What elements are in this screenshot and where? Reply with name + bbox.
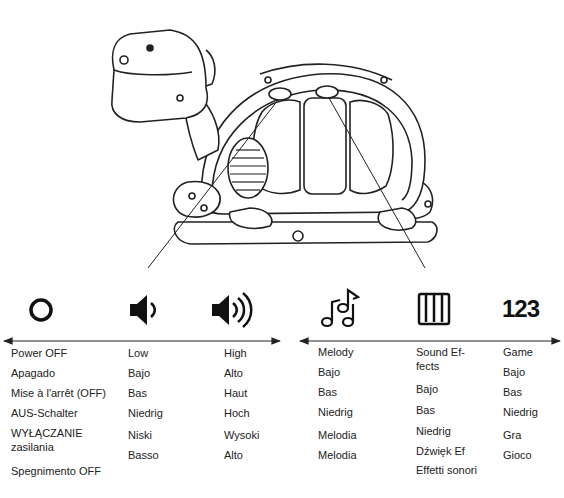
melody-icon xyxy=(322,290,358,326)
mode-label: Bajo xyxy=(503,365,525,380)
mode-label: High xyxy=(224,346,247,361)
speaker-high-icon xyxy=(212,293,251,327)
mode-label: Bas xyxy=(416,403,435,418)
mode-label: Gioco xyxy=(503,448,532,463)
mode-label: Bas xyxy=(503,385,522,400)
mode-label: Haut xyxy=(224,386,247,401)
mode-label: Niedrig xyxy=(318,405,353,420)
mode-label: Mise à l'arrêt (OFF) xyxy=(11,386,106,401)
mode-label: Game xyxy=(503,345,533,360)
mode-label: Sound Ef- fects xyxy=(416,345,474,374)
mode-label: Effetti sonori xyxy=(416,463,477,478)
game-icon-text: 123 xyxy=(502,292,539,326)
mode-label: Niski xyxy=(128,428,152,443)
mode-label: Basso xyxy=(128,448,159,463)
mode-label: Power OFF xyxy=(11,346,67,361)
mode-label: Niedrig xyxy=(503,405,538,420)
mode-label: Low xyxy=(128,346,148,361)
mode-label: Bajo xyxy=(416,382,438,397)
mode-label: Spegnimento OFF xyxy=(11,464,101,479)
mode-label: Hoch xyxy=(224,406,250,421)
mode-label: Bas xyxy=(128,386,147,401)
mode-label: Alto xyxy=(224,366,243,381)
mode-label: Apagado xyxy=(11,366,55,381)
mode-label: Niedrig xyxy=(416,424,451,439)
mode-label: Melodia xyxy=(318,428,357,443)
keyboard-icon xyxy=(419,294,449,324)
mode-label: Wysoki xyxy=(224,428,259,443)
mode-label: Dźwięk Ef xyxy=(416,444,465,459)
mode-label: Niedrig xyxy=(128,406,163,421)
power-icon xyxy=(31,300,51,320)
mode-label: Melody xyxy=(318,345,353,360)
mode-label: Bas xyxy=(318,385,337,400)
mode-label: Bajo xyxy=(128,366,150,381)
speaker-low-icon xyxy=(130,295,155,325)
mode-label: Melodia xyxy=(318,448,357,463)
mode-label: Gra xyxy=(503,428,521,443)
mode-label: Bajo xyxy=(318,365,340,380)
mode-label: AUS-Schalter xyxy=(11,406,78,421)
mode-label: WYŁĄCZANIE zasilania xyxy=(11,426,111,455)
mode-label: Alto xyxy=(224,448,243,463)
